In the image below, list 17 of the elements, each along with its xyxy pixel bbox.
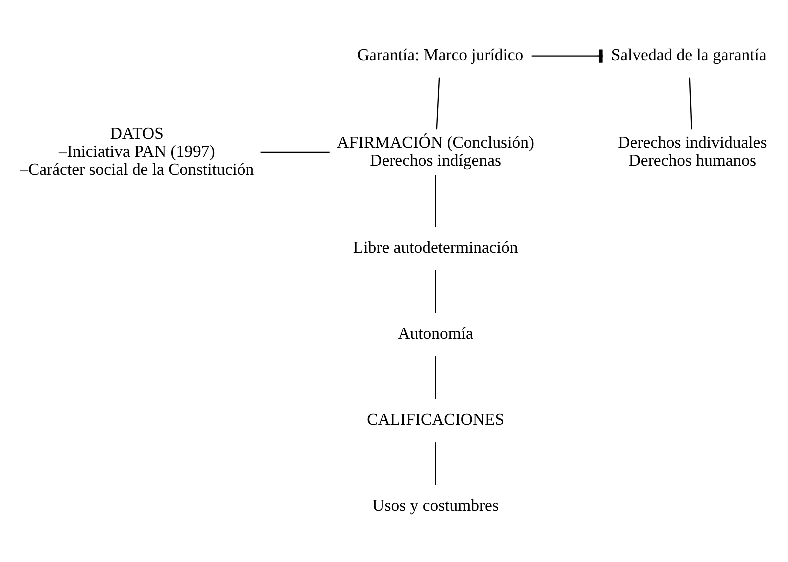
- node-text: AFIRMACIÓN (Conclusión) Derechos indígenas: [337, 132, 535, 170]
- node-text: CALIFICACIONES: [367, 410, 505, 429]
- connector: [689, 77, 692, 130]
- connector: [436, 77, 440, 130]
- node-text: Garantía: Marco jurídico: [357, 45, 524, 64]
- connector: [435, 174, 436, 227]
- connector: [435, 356, 436, 399]
- node-text: Libre autodeterminación: [353, 238, 518, 257]
- node-text: Salvedad de la garantía: [611, 45, 767, 64]
- node-text: DATOS –Iniciativa PAN (1997) –Carácter social de la Constitución: [20, 123, 254, 178]
- connector: [532, 49, 604, 62]
- connector: [435, 270, 436, 313]
- node-text: Derechos individuales Derechos humanos: [618, 132, 768, 170]
- connector: [260, 151, 330, 153]
- connector: [435, 442, 436, 485]
- node-text: Autonomía: [398, 324, 474, 343]
- node-text: Usos y costumbres: [372, 496, 499, 515]
